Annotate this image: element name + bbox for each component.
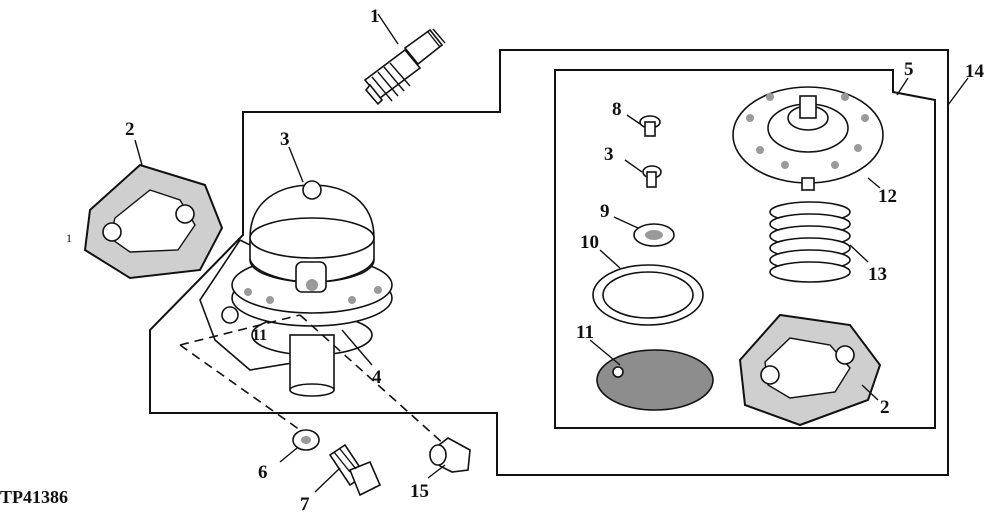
fitting-part-1: [363, 28, 446, 106]
gasket-kit: [738, 313, 882, 427]
callout-4: 4: [372, 367, 382, 388]
screw-part-8: [639, 115, 661, 137]
callout-5: 5: [904, 59, 914, 80]
callout-3-top: 3: [280, 129, 290, 150]
fuel-pump-body: [199, 180, 393, 397]
callout-2-kit: 2: [880, 397, 890, 418]
callout-13: 13: [868, 264, 887, 285]
callout-11-side: 11: [252, 327, 267, 344]
screen-part-11: [596, 349, 714, 411]
callout-2-left: 2: [125, 119, 135, 140]
callout-11-kit: 11: [576, 322, 594, 343]
callout-1: 1: [370, 6, 380, 27]
callout-8: 8: [612, 99, 622, 120]
figure-code: TP41386: [0, 487, 68, 507]
screw-part-3-kit: [642, 165, 662, 188]
spring-part-13: [769, 201, 851, 283]
elbow-part-15: [428, 437, 471, 473]
washer-part-6: [292, 429, 320, 451]
callout-edge-mark: 1: [66, 231, 72, 245]
repair-kit-box: [554, 69, 936, 429]
callout-15: 15: [410, 481, 429, 502]
washer-part-9: [633, 223, 675, 247]
callout-9: 9: [600, 201, 610, 222]
o-ring-part-10: [592, 264, 704, 326]
gasket-left: [83, 163, 224, 280]
assembly-guide-dashed: [179, 314, 446, 446]
bolt-part-7: [328, 443, 382, 497]
diaphragm-part-12: [732, 86, 884, 191]
callout-12: 12: [878, 186, 897, 207]
callout-3-kit: 3: [604, 144, 614, 165]
callout-6: 6: [258, 462, 268, 483]
callout-10: 10: [580, 232, 599, 253]
outer-assembly-outline: [149, 49, 949, 476]
callout-14: 14: [965, 61, 985, 82]
callout-7: 7: [300, 494, 310, 513]
